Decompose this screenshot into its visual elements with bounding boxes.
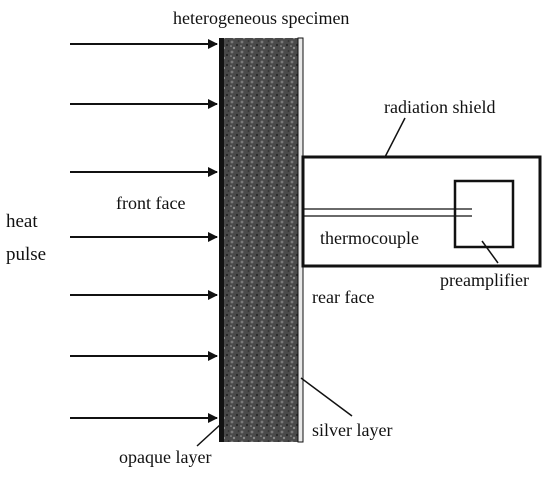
specimen-label: heterogeneous specimen [173,8,350,28]
preamplifier-box [453,179,515,249]
preamplifier-leader [481,240,499,264]
silver-layer-leader [300,377,353,417]
silver-layer-label: silver layer [312,420,393,440]
radiation-shield-leader [384,117,406,158]
rear-face-label: rear face [312,287,375,307]
opaque-layer-label: opaque layer [119,447,212,467]
thermocouple-label: thermocouple [320,228,419,248]
preamplifier-label: preamplifier [440,270,529,290]
radiation-shield [301,155,542,268]
radiation-shield-label: radiation shield [384,97,496,117]
opaque-layer-leader [196,423,222,447]
heat-pulse-arrows [70,39,218,423]
front-face-label: front face [116,193,186,213]
opaque-layer [219,38,224,442]
pulse-label: pulse [6,244,47,265]
heat-label: heat [6,211,38,232]
specimen-body [223,38,298,442]
